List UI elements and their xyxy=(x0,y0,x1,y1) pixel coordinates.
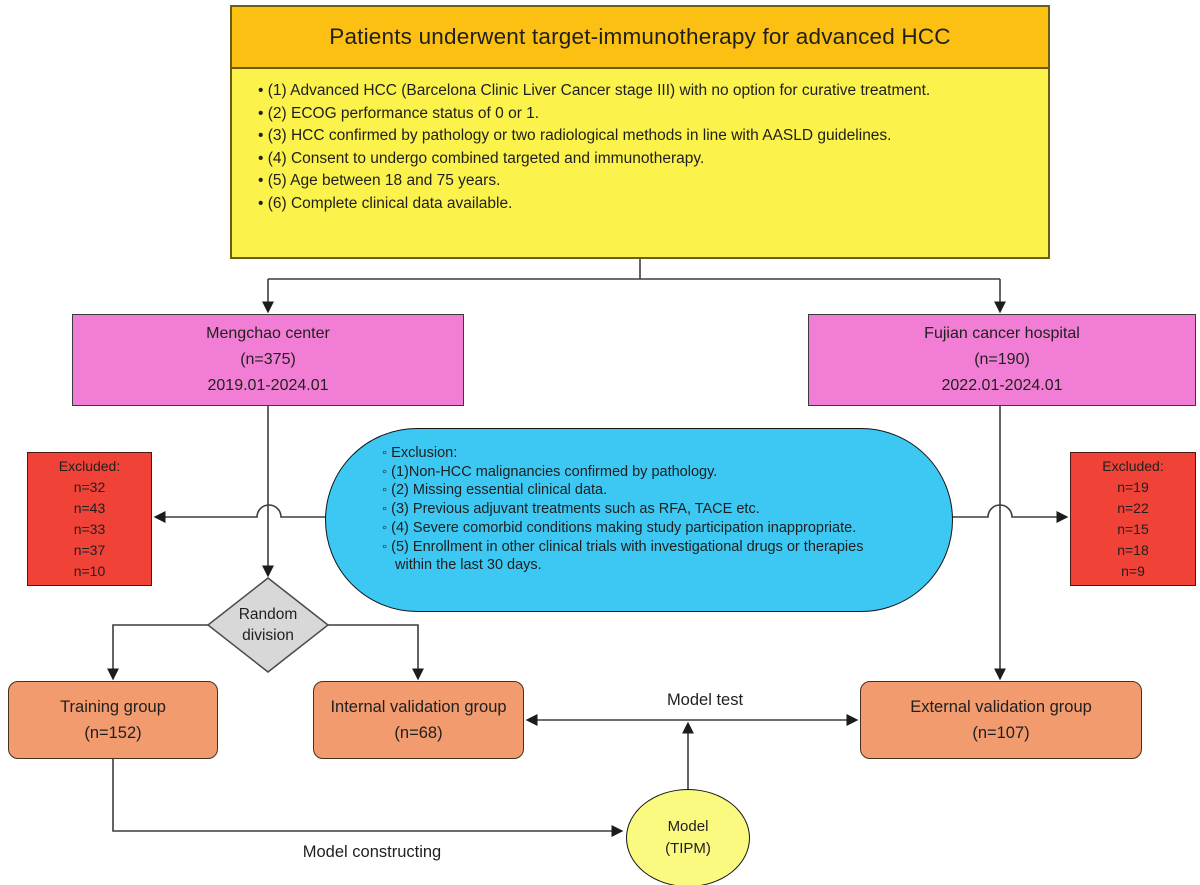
group-n: (n=68) xyxy=(394,724,443,742)
title-text: Patients underwent target-immunotherapy … xyxy=(329,24,951,49)
exclusion-item: ◦ (2) Missing essential clinical data. xyxy=(382,482,608,499)
decision-line: Random xyxy=(238,606,298,623)
excluded-n: n=22 xyxy=(1117,500,1149,516)
excluded-right-box: Excluded: n=19 n=22 n=15 n=18 n=9 xyxy=(1070,452,1196,586)
edge-decision-to-training xyxy=(107,624,208,681)
inclusion-criteria-box: • (1) Advanced HCC (Barcelona Clinic Liv… xyxy=(230,69,1050,259)
excluded-n: n=15 xyxy=(1117,521,1149,537)
external-validation-group-box: External validation group (n=107) xyxy=(860,681,1142,759)
inclusion-item: • (6) Complete clinical data available. xyxy=(258,194,513,212)
inclusion-item: • (2) ECOG performance status of 0 or 1. xyxy=(258,104,540,122)
exclusion-item: ◦ (3) Previous adjuvant treatments such … xyxy=(382,501,760,518)
edge-exclusion-to-left xyxy=(153,504,327,523)
exclusion-item: ◦ (1)Non-HCC malignancies confirmed by p… xyxy=(382,463,718,480)
inclusion-item: • (4) Consent to undergo combined target… xyxy=(258,149,705,167)
excluded-n: n=10 xyxy=(73,563,106,579)
excluded-n: n=43 xyxy=(73,500,106,516)
center-period: 2022.01-2024.01 xyxy=(941,377,1063,394)
model-tipm-ellipse: Model (TIPM) xyxy=(626,789,750,885)
group-name: External validation group xyxy=(910,698,1092,716)
center-period: 2019.01-2024.01 xyxy=(207,377,329,394)
group-name: Training group xyxy=(60,698,166,716)
training-group-box: Training group (n=152) xyxy=(8,681,218,759)
mengchao-center-box: Mengchao center (n=375) 2019.01-2024.01 xyxy=(72,314,464,406)
decision-diamond xyxy=(206,577,330,673)
fujian-hospital-box: Fujian cancer hospital (n=190) 2022.01-2… xyxy=(808,314,1196,406)
excluded-n: n=9 xyxy=(1121,563,1145,579)
edge-decision-to-internal xyxy=(328,624,424,681)
decision-line: division xyxy=(242,627,294,644)
excluded-n: n=37 xyxy=(73,542,106,558)
edge-training-to-model xyxy=(112,759,624,837)
exclusion-item-continuation: within the last 30 days. xyxy=(395,557,542,574)
exclusion-criteria-box: ◦ Exclusion: ◦ (1)Non-HCC malignancies c… xyxy=(325,428,953,612)
center-n: (n=190) xyxy=(974,351,1030,368)
inclusion-item: • (1) Advanced HCC (Barcelona Clinic Liv… xyxy=(258,82,931,99)
center-name: Fujian cancer hospital xyxy=(924,325,1080,342)
model-line: (TIPM) xyxy=(665,840,711,857)
internal-validation-group-box: Internal validation group (n=68) xyxy=(313,681,524,759)
exclusion-item: ◦ (4) Severe comorbid conditions making … xyxy=(382,519,857,536)
group-name: Internal validation group xyxy=(330,698,507,716)
exclusion-item: ◦ Exclusion: xyxy=(382,445,458,461)
excluded-n: n=19 xyxy=(1117,479,1149,495)
excluded-n: n=18 xyxy=(1117,542,1149,558)
excluded-n: n=33 xyxy=(73,521,106,537)
inclusion-item: • (5) Age between 18 and 75 years. xyxy=(258,172,501,189)
model-line: Model xyxy=(667,818,709,835)
edge-exclusion-to-right xyxy=(951,504,1069,523)
center-name: Mengchao center xyxy=(206,325,330,342)
group-n: (n=152) xyxy=(84,724,142,742)
excluded-title: Excluded: xyxy=(58,458,121,474)
excluded-left-box: Excluded: n=32 n=43 n=33 n=37 n=10 xyxy=(27,452,152,586)
excluded-title: Excluded: xyxy=(1102,458,1164,474)
excluded-n: n=32 xyxy=(73,479,106,495)
model-test-label: Model test xyxy=(666,691,744,709)
title-box: Patients underwent target-immunotherapy … xyxy=(230,5,1050,69)
model-constructing-label: Model constructing xyxy=(302,843,442,861)
center-n: (n=375) xyxy=(240,351,296,368)
group-n: (n=107) xyxy=(972,724,1030,742)
exclusion-item: ◦ (5) Enrollment in other clinical trial… xyxy=(382,538,864,555)
random-division-decision: Random division xyxy=(207,592,329,658)
inclusion-item: • (3) HCC confirmed by pathology or two … xyxy=(258,127,892,144)
